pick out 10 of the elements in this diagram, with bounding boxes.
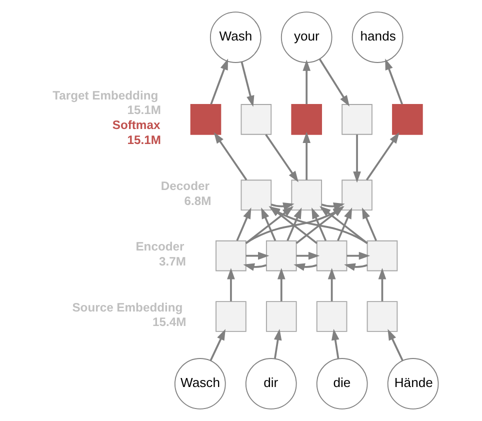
label: 15.1M bbox=[127, 133, 162, 148]
label: 3.7M bbox=[159, 254, 186, 268]
label: Source Embedding bbox=[72, 300, 183, 314]
label: Softmax bbox=[112, 118, 160, 132]
label: 6.8M bbox=[184, 194, 212, 208]
label: Decoder bbox=[160, 178, 210, 193]
label: Target Embedding bbox=[52, 88, 158, 102]
label: 15.1M bbox=[127, 103, 162, 118]
label: 15.4M bbox=[152, 315, 186, 330]
label: Encoder bbox=[136, 240, 184, 254]
